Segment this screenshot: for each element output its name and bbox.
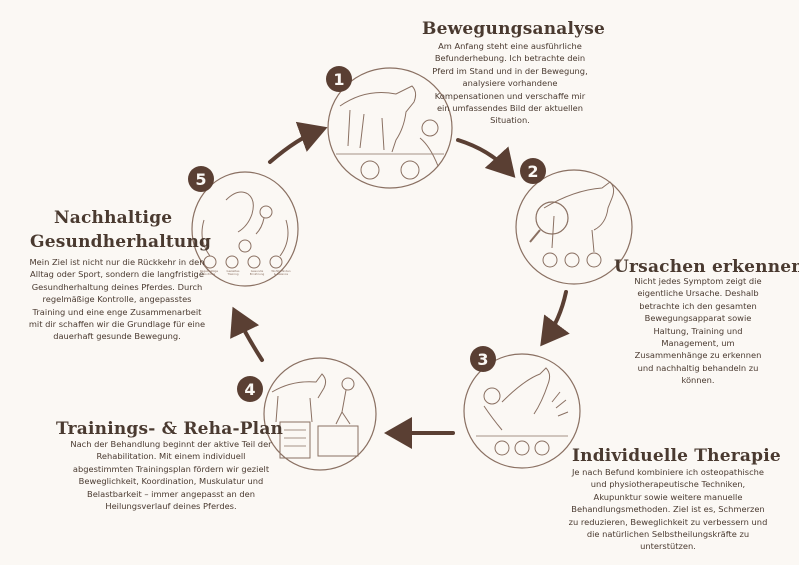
step-5-title-line2: Gesundherhaltung — [30, 232, 212, 252]
arrow-4-to-5 — [230, 306, 264, 362]
step-3-text: Je nach Befund kombiniere ich osteopathi… — [568, 467, 768, 552]
step-4-badge: 4 — [237, 376, 263, 402]
step-3-badge: 3 — [470, 346, 496, 372]
step-4-illustration — [262, 356, 378, 476]
arrow-2-to-3 — [540, 290, 570, 347]
arrow-1-to-2 — [456, 138, 516, 178]
icon-label: Gesunde Ernährung — [249, 269, 265, 277]
step-5-badge: 5 — [188, 166, 214, 192]
icon-label: Wohlbefinden & Balance — [271, 269, 291, 277]
step-3-title: Individuelle Therapie — [572, 446, 781, 466]
step-1-text: Am Anfang steht eine ausführliche Befund… — [432, 41, 588, 126]
step-3-illustration — [462, 352, 582, 474]
step-2-title: Ursachen erkennen — [614, 257, 799, 277]
step-5-text: Mein Ziel ist nicht nur die Rückkehr in … — [28, 257, 206, 342]
step-4-title: Trainings- & Reha-Plan — [56, 419, 284, 439]
step-1-badge: 1 — [326, 66, 352, 92]
step-1-title: Bewegungsanalyse — [422, 19, 606, 39]
step-5-title-line1: Nachhaltige — [54, 208, 173, 228]
step-1-illustration — [326, 66, 454, 194]
icon-label: Regelmäßige Kontrolle — [199, 269, 219, 277]
step-2-illustration — [514, 168, 634, 290]
step-5-icon-labels: Regelmäßige Kontrolle Gezieltes Training… — [198, 269, 292, 277]
step-4-text: Nach der Behandlung beginnt der aktive T… — [70, 439, 272, 512]
icon-label: Gezieltes Training — [226, 269, 240, 277]
step-2-text: Nicht jedes Symptom zeigt die eigentlich… — [634, 276, 762, 386]
arrow-5-to-1 — [268, 121, 328, 164]
step-2-badge: 2 — [520, 158, 546, 184]
step-5-illustration — [190, 170, 300, 292]
